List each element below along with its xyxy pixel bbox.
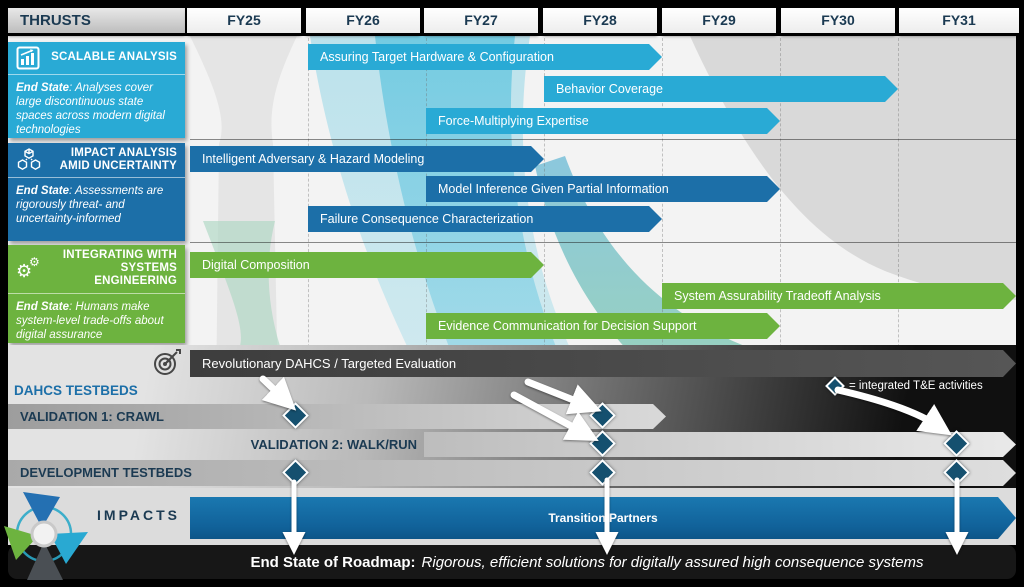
thrust-title: IMPACT ANALYSIS AMID UNCERTAINTY [59,147,177,173]
validation2-bar [424,432,1016,457]
fy-header-FY27: FY27 [424,8,538,33]
section-separator [190,139,1016,140]
gridline-fy28 [544,38,545,488]
thrust-end-state: End State: Assessments are rigorously th… [16,185,164,226]
roadmap-bar: Evidence Communication for Decision Supp… [426,313,780,339]
section-separator [190,242,1016,243]
thrust-title: SCALABLE ANALYSIS [51,51,177,64]
gears-icon: ⚙ ⚙ [16,254,40,281]
validation1-bar: VALIDATION 1: CRAWL [8,404,666,429]
fy-header-FY30: FY30 [781,8,895,33]
roadmap-bar: Digital Composition [190,252,544,278]
thrust-end-state: End State: Analyses cover large disconti… [16,82,165,137]
thrust-box-scalable-analysis: SCALABLE ANALYSIS End State: Analyses co… [8,42,185,138]
impacts-bar: Transition Partners [190,497,1016,539]
gridline-fy31 [898,38,899,488]
thrust-end-state: End State: Humans make system-level trad… [16,300,164,341]
thrust-box-impact-analysis: IMPACT ANALYSIS AMID UNCERTAINTY End Sta… [8,143,185,241]
roadmap-bar: Behavior Coverage [544,76,898,102]
thrust-title: INTEGRATING WITH SYSTEMS ENGINEERING [62,249,177,288]
bar-label: Model Inference Given Partial Informatio… [438,182,669,196]
end-state-bold: End State of Roadmap: [250,553,416,571]
roadmap-bar: Force-Multiplying Expertise [426,108,780,134]
impacts-label: IMPACTS [97,507,180,523]
bar-label: Digital Composition [202,258,310,272]
fy-header-FY31: FY31 [899,8,1019,33]
bar-label: Revolutionary DAHCS / Targeted Evaluatio… [202,356,457,371]
bar-label: Evidence Communication for Decision Supp… [438,319,697,333]
target-icon [152,349,182,377]
thrust-box-integrating-systems: ⚙ ⚙ INTEGRATING WITH SYSTEMS ENGINEERING… [8,245,185,343]
roadmap-bar: Model Inference Given Partial Informatio… [426,176,780,202]
transition-partners-label: Transition Partners [548,511,658,525]
thrusts-header: THRUSTS [8,8,185,33]
roadmap-end-state-bar: End State of Roadmap: Rigorous, efficien… [8,545,1016,579]
cubes-icon [16,147,42,173]
bar-label: Intelligent Adversary & Hazard Modeling [202,152,425,166]
pinwheel-logo [0,484,92,584]
fy-header-FY28: FY28 [543,8,657,33]
bar-label: System Assurability Tradeoff Analysis [674,289,881,303]
end-state-italic: Rigorous, efficient solutions for digita… [421,553,924,571]
bar-label: Failure Consequence Characterization [320,212,534,226]
roadmap-bar: Failure Consequence Characterization [308,206,662,232]
fy-header-FY26: FY26 [306,8,420,33]
roadmap-bar: Intelligent Adversary & Hazard Modeling [190,146,544,172]
bar-chart-icon [16,46,40,70]
testbeds-section-label: DAHCS TESTBEDS [14,383,138,398]
fy-header-FY25: FY25 [187,8,301,33]
gridline-fy29 [662,38,663,488]
legend-text: = integrated T&E activities [849,380,983,392]
roadmap-bar: System Assurability Tradeoff Analysis [662,283,1016,309]
bar-label: Force-Multiplying Expertise [438,114,589,128]
gridline-fy30 [780,38,781,488]
targeted-evaluation-bar: Revolutionary DAHCS / Targeted Evaluatio… [190,350,1016,377]
roadmap-bar: Assuring Target Hardware & Configuration [308,44,662,70]
validation2-label: VALIDATION 2: WALK/RUN [250,437,417,452]
diamond-icon [825,376,845,396]
integrated-te-legend: = integrated T&E activities [825,376,983,396]
bar-label: Behavior Coverage [556,82,664,96]
fy-header-FY29: FY29 [662,8,776,33]
development-testbeds-bar: DEVELOPMENT TESTBEDS [8,460,1016,486]
bar-label: Assuring Target Hardware & Configuration [320,50,554,64]
